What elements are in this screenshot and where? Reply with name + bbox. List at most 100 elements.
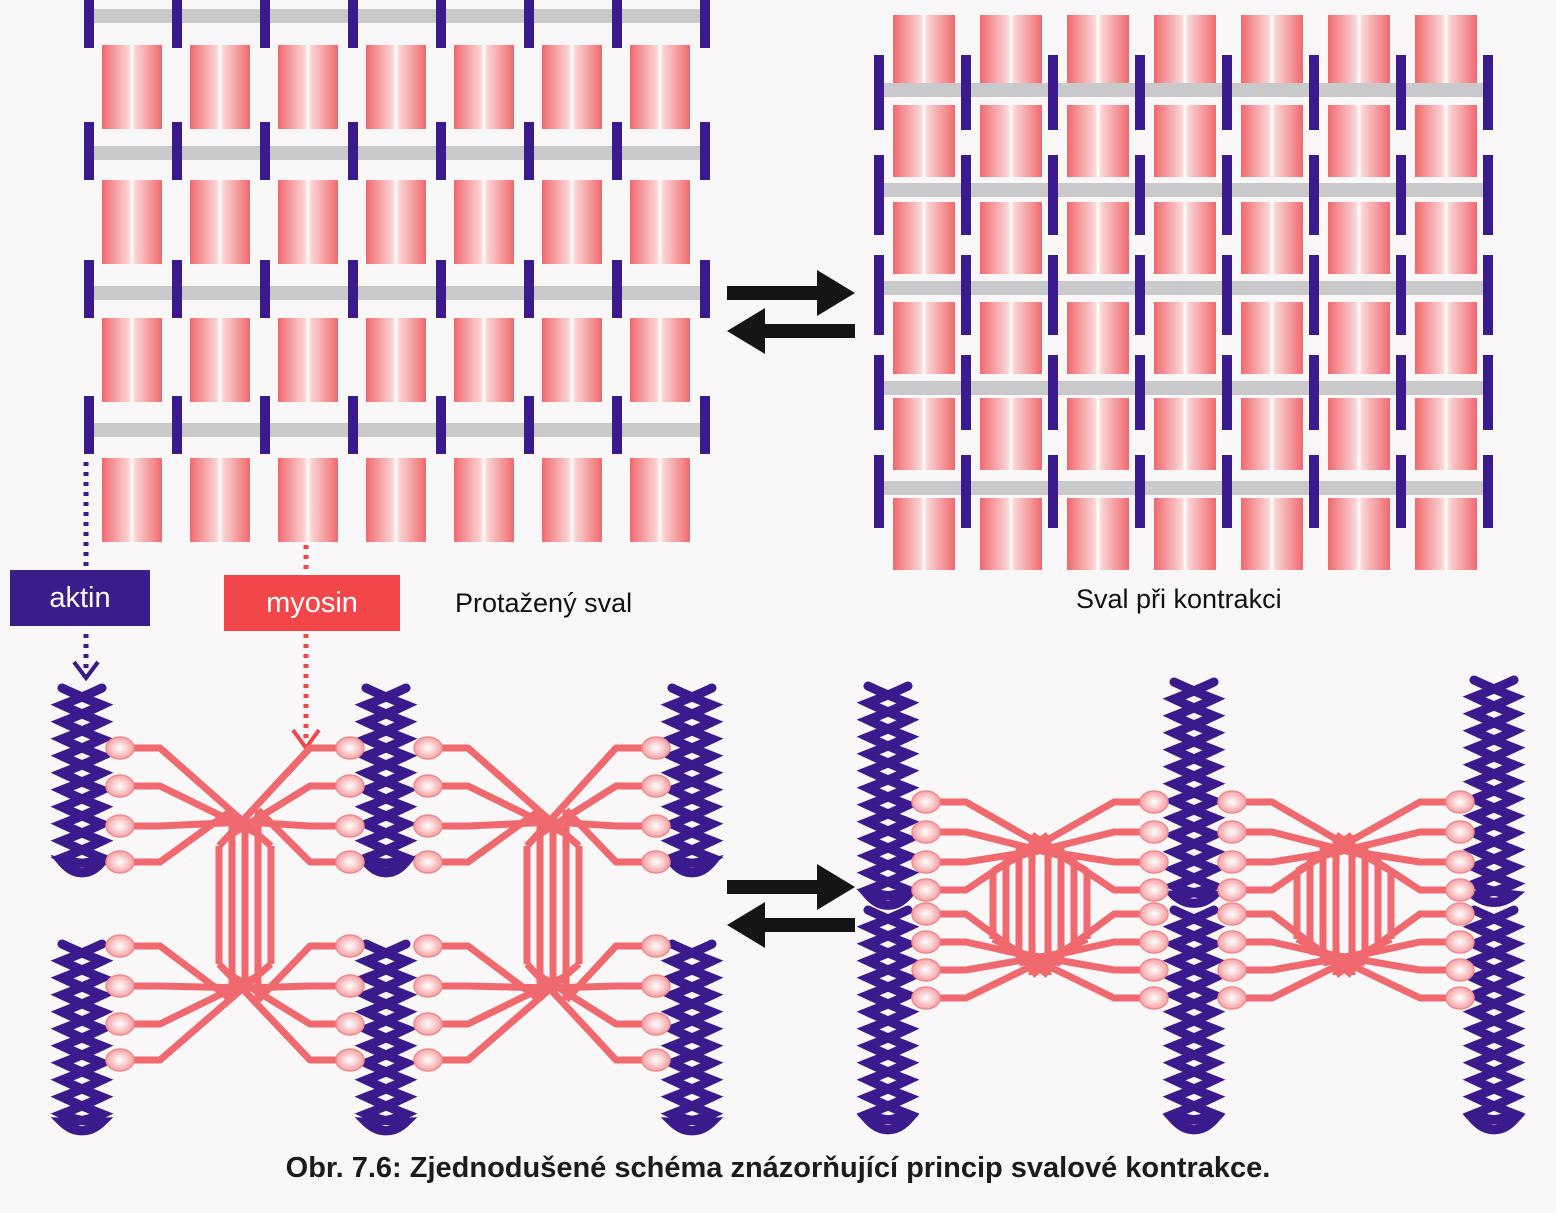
myosin-head (1217, 986, 1247, 1010)
myosin-head (1217, 790, 1247, 814)
actin-strand (856, 905, 920, 1135)
myosin-head (1217, 958, 1247, 982)
actin-strand (1462, 905, 1526, 1135)
figure-caption: Obr. 7.6: Zjednodušené schéma znázorňují… (285, 1152, 1271, 1184)
myosin-filament-block (1328, 498, 1390, 570)
myosin-filament-block (1154, 202, 1216, 274)
myosin-head (105, 1012, 135, 1036)
z-line-segment (436, 0, 446, 48)
actin-filament-band (879, 381, 1488, 395)
myosin-head (413, 934, 443, 958)
myosin-filament-block (454, 458, 514, 542)
myosin-head (911, 790, 941, 814)
z-line-segment (260, 122, 270, 180)
myosin-head (911, 878, 941, 902)
myosin-head (1217, 930, 1247, 954)
myosin-filament-block (102, 458, 162, 542)
myosin-head (413, 1048, 443, 1072)
myosin-filament-block (1415, 498, 1477, 570)
z-line-segment (524, 122, 534, 180)
actin-strand (1162, 905, 1226, 1135)
z-line-segment (1222, 55, 1232, 130)
myosin-head (1445, 790, 1475, 814)
myosin-filament-block (1154, 398, 1216, 470)
z-line-segment (1396, 55, 1406, 130)
actin-filament-band (879, 281, 1488, 295)
z-line-segment (1483, 55, 1493, 130)
myosin-head (413, 736, 443, 760)
myosin-filament-block (454, 318, 514, 402)
myosin-filament-block (1067, 398, 1129, 470)
myosin-filament-block (1415, 105, 1477, 177)
myosin-filament-block (1328, 202, 1390, 274)
myosin-filament-block (1241, 202, 1303, 274)
actin-strand (354, 683, 418, 878)
myosin-head (105, 736, 135, 760)
myosin-head (1139, 986, 1169, 1010)
z-line-segment (1483, 155, 1493, 235)
z-line-segment (1483, 355, 1493, 430)
myosin-head (911, 930, 941, 954)
myosin-head (413, 1012, 443, 1036)
actin-filament-band (879, 481, 1488, 495)
myosin-head (105, 814, 135, 838)
myosin-filament-block (893, 15, 955, 87)
myosin-filament-block (1067, 15, 1129, 87)
myosin-head (911, 986, 941, 1010)
z-line-segment (1135, 455, 1145, 528)
actin-filament-band (89, 286, 705, 300)
z-line-segment (1222, 355, 1232, 430)
z-line-segment (874, 455, 884, 528)
actin-pointer-arrowhead (72, 660, 100, 682)
myosin-head (335, 814, 365, 838)
myosin-filament-block (454, 45, 514, 129)
myosin-filament-block (190, 45, 250, 129)
z-line-segment (1396, 155, 1406, 235)
myosin-filament-block (1328, 15, 1390, 87)
myosin-head (1445, 878, 1475, 902)
myosin-filament-block (1328, 105, 1390, 177)
stretched-sarcomere-detail (50, 683, 724, 1136)
z-line-segment (1048, 255, 1058, 335)
z-line-segment (260, 260, 270, 318)
z-line-segment (961, 455, 971, 528)
myosin-filament-block (190, 180, 250, 264)
myosin-head (1139, 958, 1169, 982)
myosin-head (105, 934, 135, 958)
z-line-segment (961, 255, 971, 335)
myosin-head (1139, 850, 1169, 874)
myosin-head (1217, 820, 1247, 844)
myosin-filament-block (1241, 498, 1303, 570)
myosin-head (1445, 850, 1475, 874)
actin-filament-band (89, 146, 705, 160)
z-line-segment (436, 396, 446, 454)
myosin-head (335, 974, 365, 998)
z-line-segment (612, 260, 622, 318)
z-line-segment (1048, 55, 1058, 130)
z-line-segment (1483, 255, 1493, 335)
actin-strand (856, 681, 920, 910)
myosin-filament (911, 790, 1091, 1010)
myosin-head (1139, 902, 1169, 926)
myosin-head (911, 820, 941, 844)
z-line-segment (84, 396, 94, 454)
myosin-filament-block (1415, 302, 1477, 374)
myosin-head (105, 1048, 135, 1072)
myosin-head (413, 974, 443, 998)
contracted-muscle-lattice (874, 15, 1493, 570)
myosin-filament-block (1067, 498, 1129, 570)
myosin-head (335, 934, 365, 958)
actin-strand (50, 683, 114, 878)
myosin-head (1139, 790, 1169, 814)
myosin-head (105, 850, 135, 874)
z-line-segment (1396, 255, 1406, 335)
z-line-segment (348, 122, 358, 180)
myosin-filament-block (1154, 302, 1216, 374)
myosin-filament-block (630, 45, 690, 129)
myosin-filament-block (1154, 498, 1216, 570)
myosin-filament-block (1241, 398, 1303, 470)
myosin-filament-block (278, 45, 338, 129)
myosin-filament-block (278, 318, 338, 402)
myosin-filament-block (1415, 15, 1477, 87)
z-line-segment (260, 396, 270, 454)
